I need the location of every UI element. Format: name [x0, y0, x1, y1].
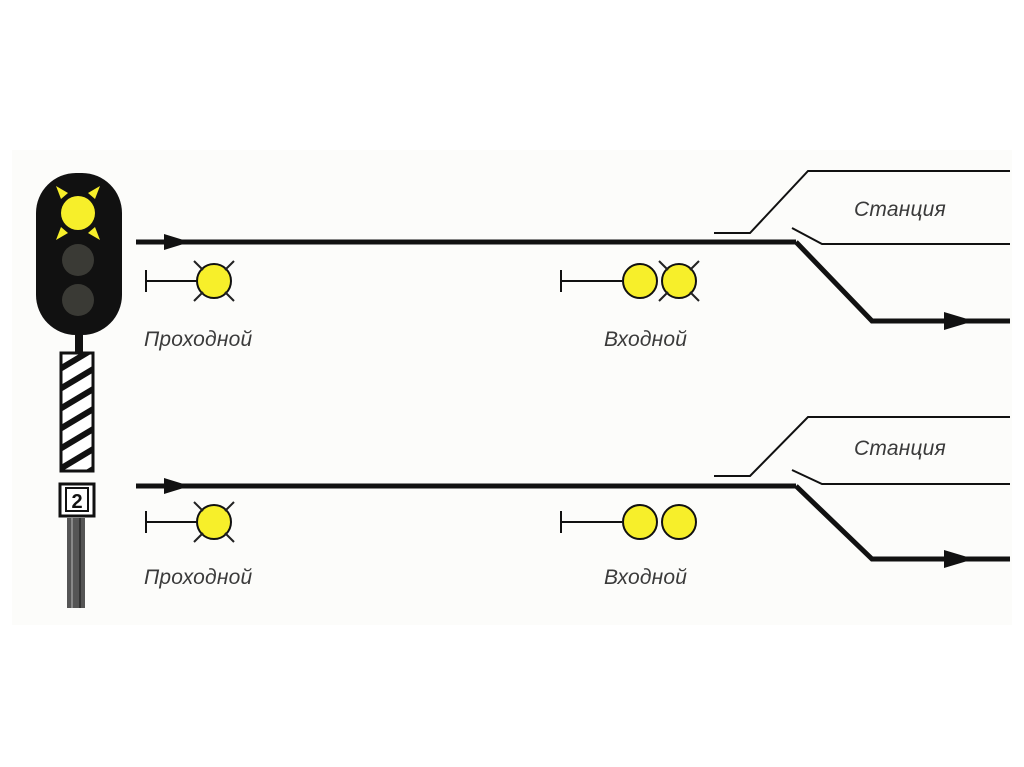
entry-signal-1 — [560, 260, 700, 302]
entry-signal-lamp-2 — [661, 263, 697, 299]
diverging-track — [794, 240, 1010, 324]
pass-signal-2 — [145, 501, 235, 543]
entry-signal-label: Входной — [604, 328, 688, 351]
station-upper-track — [714, 416, 1010, 477]
direction-arrow-icon — [164, 234, 190, 250]
exit-arrow-icon — [944, 312, 974, 330]
pass-signal-1 — [145, 260, 235, 302]
entry-signal-label: Входной — [604, 566, 688, 589]
track-scenario-1 — [136, 170, 1010, 330]
direction-arrow-icon — [164, 478, 190, 494]
station-upper-track — [714, 170, 1010, 234]
pass-signal-label: Проходной — [144, 328, 253, 351]
diagram-panel — [12, 150, 1012, 625]
entry-signal-lamp-1 — [622, 263, 658, 299]
sighting-board — [59, 351, 95, 473]
entry-signal-lamp-2 — [661, 504, 697, 540]
plate-number: 2 — [71, 491, 82, 513]
signal-bottom-lamp — [62, 284, 94, 316]
signal-top-lamp-lit — [56, 186, 100, 240]
entry-signal-2 — [560, 504, 697, 540]
pass-signal-lamp — [196, 504, 232, 540]
track-scenario-2 — [136, 416, 1010, 568]
station-lower-track — [791, 227, 1010, 245]
station-label: Станция — [854, 437, 946, 460]
station-lower-track — [791, 469, 1010, 485]
diverging-track — [794, 484, 1010, 562]
entry-signal-lamp-1 — [622, 504, 658, 540]
signal-post: 2 — [36, 173, 122, 608]
exit-arrow-icon — [944, 550, 974, 568]
signal-middle-lamp — [62, 244, 94, 276]
signal-mast — [67, 518, 85, 608]
station-label: Станция — [854, 198, 946, 221]
pass-signal-label: Проходной — [144, 566, 253, 589]
pass-signal-lamp — [196, 263, 232, 299]
